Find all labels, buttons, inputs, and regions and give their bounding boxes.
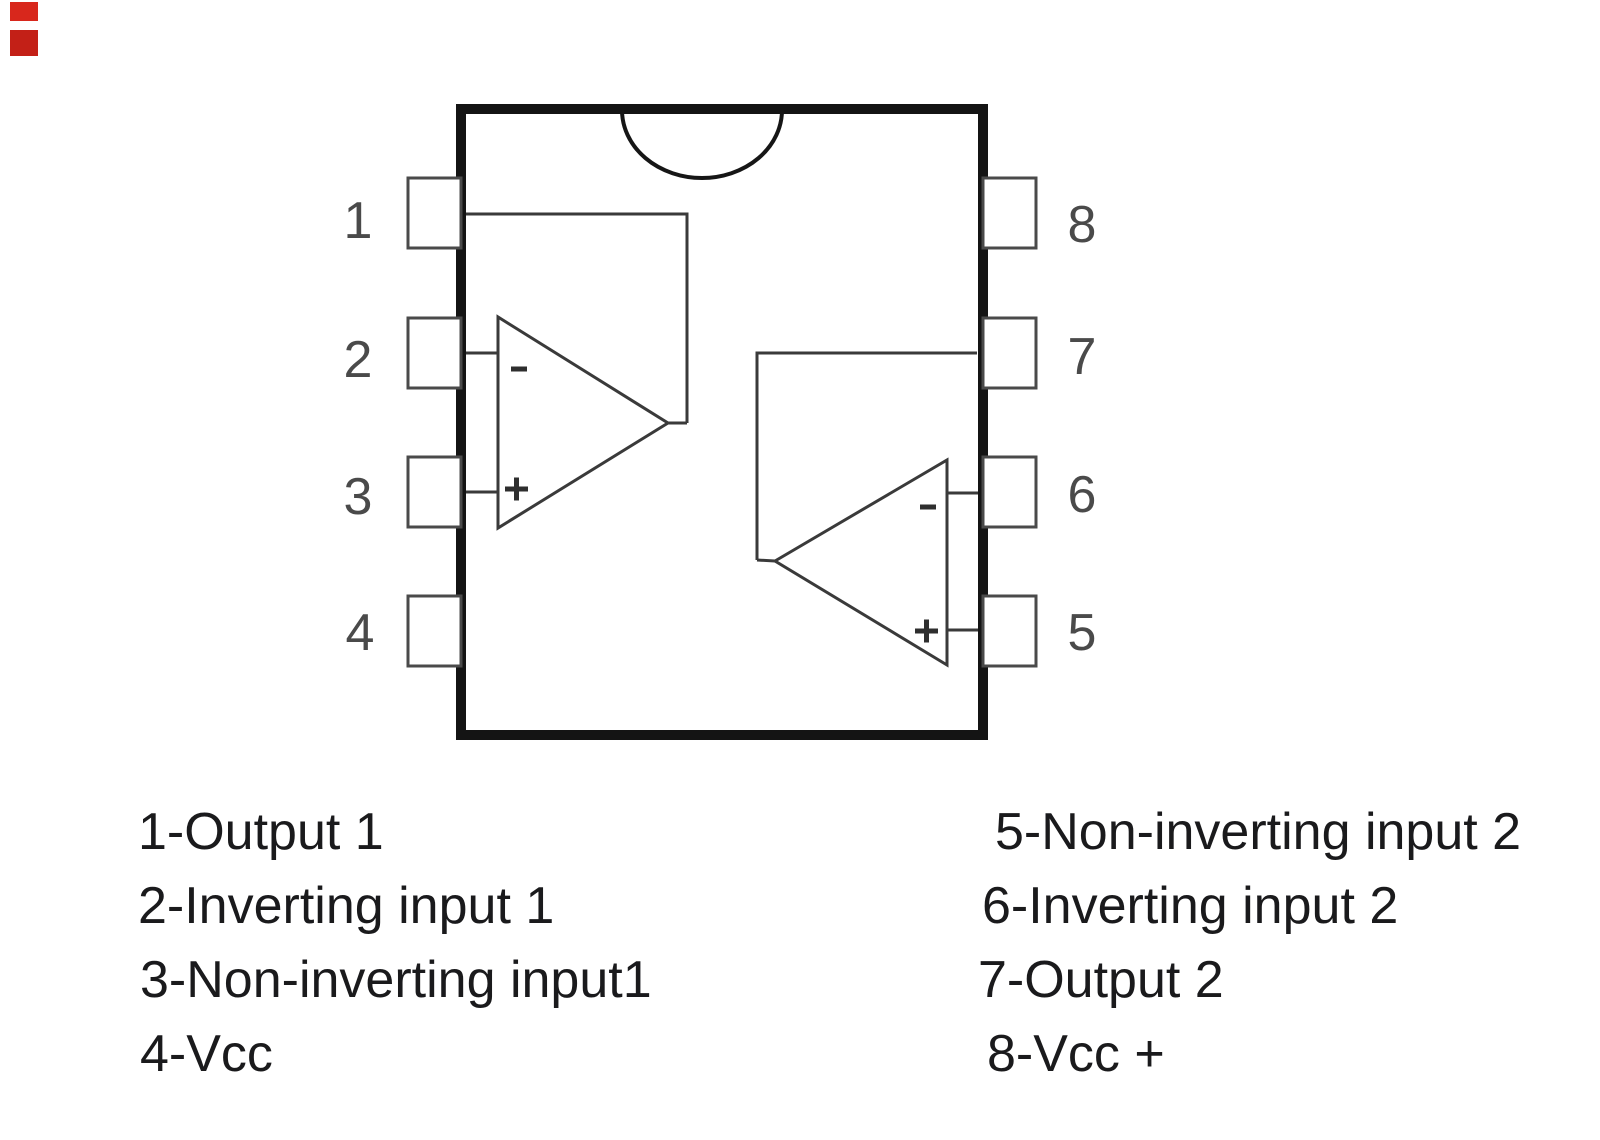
opamp-2-triangle: [772, 457, 949, 668]
legend-pin-3: 3-Non-inverting input1: [140, 951, 652, 1009]
opamp-1-output-box: [466, 212, 689, 423]
pin-7-number: 7: [1068, 328, 1097, 386]
legend-pin-4: 4-Vcc: [140, 1025, 273, 1083]
red-mark-top: [10, 2, 38, 21]
legend-pin-7: 7-Output 2: [978, 951, 1224, 1009]
pin-5-lead: [981, 594, 1038, 668]
legend-pin-2: 2-Inverting input 1: [138, 877, 555, 935]
pin-7-lead: [981, 316, 1038, 390]
red-mark-bottom: [10, 30, 38, 56]
pin-6-lead: [981, 455, 1038, 529]
opamp-1-triangle: [496, 314, 671, 531]
pin-8-number: 8: [1068, 196, 1097, 254]
pin-4-number: 4: [346, 604, 375, 662]
opamp-1-plus-icon: [505, 477, 528, 501]
pin-2-number: 2: [344, 331, 373, 389]
opamp-2-output-box: [755, 351, 977, 560]
legend-pin-8: 8-Vcc +: [987, 1025, 1165, 1083]
legend-pin-1: 1-Output 1: [138, 803, 384, 861]
pin-3-number: 3: [344, 468, 373, 526]
pin-1-lead: [406, 176, 463, 250]
legend-pin-6: 6-Inverting input 2: [982, 877, 1399, 935]
pin-8-lead: [981, 176, 1038, 250]
pin-4-lead: [406, 594, 463, 668]
pin-5-number: 5: [1068, 604, 1097, 662]
opamp-2-plus-icon: [915, 619, 938, 643]
opamp-2-output-stub: [756, 558, 776, 563]
orientation-notch-icon: [620, 109, 784, 180]
pin-6-number: 6: [1068, 466, 1097, 524]
pin-2-lead: [406, 316, 463, 390]
pin-3-lead: [406, 455, 463, 529]
legend-pin-5: 5-Non-inverting input 2: [995, 803, 1522, 861]
pin-1-number: 1: [344, 192, 373, 250]
